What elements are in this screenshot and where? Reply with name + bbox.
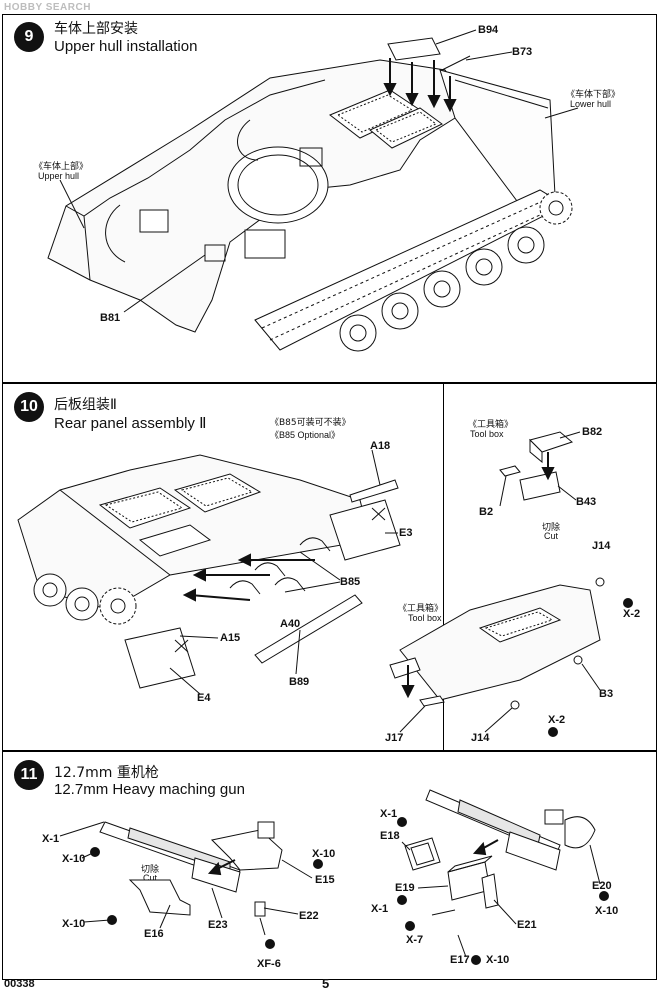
toolbox-mid-en: Tool box bbox=[408, 613, 442, 623]
part-label-e22: E22 bbox=[299, 910, 319, 922]
part-label-b2: B2 bbox=[479, 506, 494, 518]
part-label-x10-left-b: X-10 bbox=[312, 848, 336, 860]
part-label-e3: E3 bbox=[399, 527, 413, 539]
part-label-b85: B85 bbox=[340, 576, 361, 588]
part-label-e23: E23 bbox=[208, 919, 228, 931]
cut-label-gun-cn: 切除 bbox=[141, 865, 160, 875]
upper-hull-note-en: Upper hull bbox=[38, 171, 80, 181]
part-label-j14-bottom: J14 bbox=[471, 732, 490, 744]
watermark-logo: HOBBY SEARCH bbox=[4, 2, 91, 13]
part-label-e21: E21 bbox=[517, 919, 537, 931]
part-label-e17: E17 bbox=[450, 954, 470, 966]
cut-label-cn: 切除 bbox=[542, 523, 561, 533]
step10-subpanel bbox=[443, 382, 657, 752]
part-label-j17: J17 bbox=[385, 732, 404, 744]
part-label-x1-left: X-1 bbox=[42, 833, 60, 845]
step9-badge: 9 bbox=[14, 22, 44, 52]
part-label-a40: A40 bbox=[280, 618, 301, 630]
toolbox-top-cn: 《工具箱》 bbox=[468, 420, 514, 430]
part-label-j14-top: J14 bbox=[592, 540, 611, 552]
part-label-b3: B3 bbox=[599, 688, 614, 700]
part-label-b73: B73 bbox=[512, 46, 533, 58]
part-label-x2-top: X-2 bbox=[623, 608, 641, 620]
part-label-e19: E19 bbox=[395, 882, 415, 894]
step11-title-en: 12.7mm Heavy maching gun bbox=[54, 781, 245, 798]
part-label-x10-left-a: X-10 bbox=[62, 853, 86, 865]
part-label-e18: E18 bbox=[380, 830, 400, 842]
step10-title-cn: 后板组装Ⅱ bbox=[54, 397, 117, 413]
part-label-xf6: XF-6 bbox=[257, 958, 281, 970]
part-label-e4: E4 bbox=[197, 692, 211, 704]
cut-label-gun-en: Cut bbox=[143, 873, 158, 883]
b85-optional-en: 《B85 Optional》 bbox=[270, 430, 341, 440]
part-label-e15: E15 bbox=[315, 874, 335, 886]
lower-hull-note-cn: 《车体下部》 bbox=[566, 90, 621, 100]
step9-title-cn: 车体上部安装 bbox=[54, 21, 138, 37]
step10-title-en: Rear panel assembly Ⅱ bbox=[54, 415, 207, 432]
step11-panel bbox=[2, 750, 657, 980]
part-label-b94: B94 bbox=[478, 24, 499, 36]
part-label-x10-right-a: X-10 bbox=[486, 954, 510, 966]
part-label-b89: B89 bbox=[289, 676, 310, 688]
page-number: 5 bbox=[322, 976, 330, 991]
part-label-b43: B43 bbox=[576, 496, 597, 508]
cut-label-en: Cut bbox=[544, 531, 559, 541]
part-label-a15: A15 bbox=[220, 632, 241, 644]
step9-title-en: Upper hull installation bbox=[54, 38, 198, 55]
part-label-e20: E20 bbox=[592, 880, 612, 892]
b85-optional-cn: 《B85可装可不装》 bbox=[270, 418, 351, 428]
part-label-x1-right-b: X-1 bbox=[371, 903, 389, 915]
part-label-e16: E16 bbox=[144, 928, 164, 940]
lower-hull-note-en: Lower hull bbox=[570, 99, 612, 109]
upper-hull-note-cn: 《车体上部》 bbox=[34, 162, 89, 172]
toolbox-mid-cn: 《工具箱》 bbox=[398, 604, 444, 614]
part-label-a18: A18 bbox=[370, 440, 391, 452]
step10-badge: 10 bbox=[14, 392, 44, 422]
part-label-b81: B81 bbox=[100, 312, 121, 324]
footer-code: 00338 bbox=[4, 978, 35, 990]
part-label-x7: X-7 bbox=[406, 934, 424, 946]
part-label-b82: B82 bbox=[582, 426, 603, 438]
step9-panel bbox=[2, 14, 657, 384]
part-label-x10-right-b: X-10 bbox=[595, 905, 619, 917]
step11-title-cn: 12.7mm 重机枪 bbox=[54, 765, 159, 781]
part-label-x1-right-a: X-1 bbox=[380, 808, 398, 820]
part-label-x10-left-c: X-10 bbox=[62, 918, 86, 930]
part-label-x2-bottom: X-2 bbox=[548, 714, 566, 726]
toolbox-top-en: Tool box bbox=[470, 429, 504, 439]
step11-badge: 11 bbox=[14, 760, 44, 790]
